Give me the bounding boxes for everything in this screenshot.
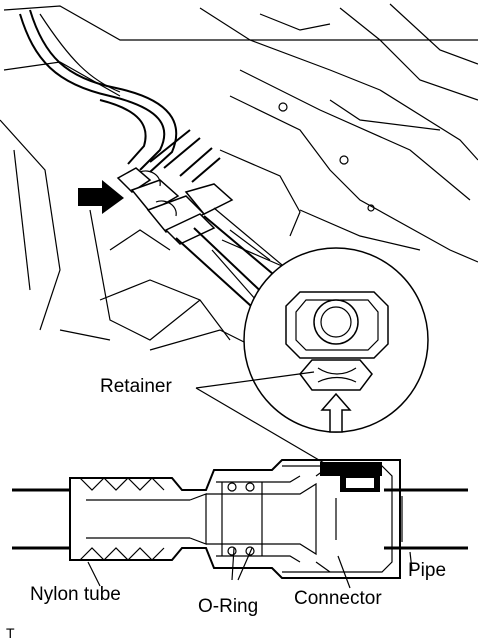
bold-arrow-icon <box>78 180 124 214</box>
o-ring-label: O-Ring <box>198 596 258 617</box>
corner-mark: T <box>6 625 15 641</box>
retainer-label: Retainer <box>100 376 172 397</box>
push-up-arrow-icon <box>320 392 352 433</box>
magnified-view <box>211 239 429 433</box>
pipe-label: Pipe <box>408 560 446 581</box>
connector-label: Connector <box>294 588 382 609</box>
connector-cross-section <box>12 459 468 579</box>
nylon-tube-label: Nylon tube <box>30 584 121 605</box>
leader-lines <box>87 371 413 589</box>
